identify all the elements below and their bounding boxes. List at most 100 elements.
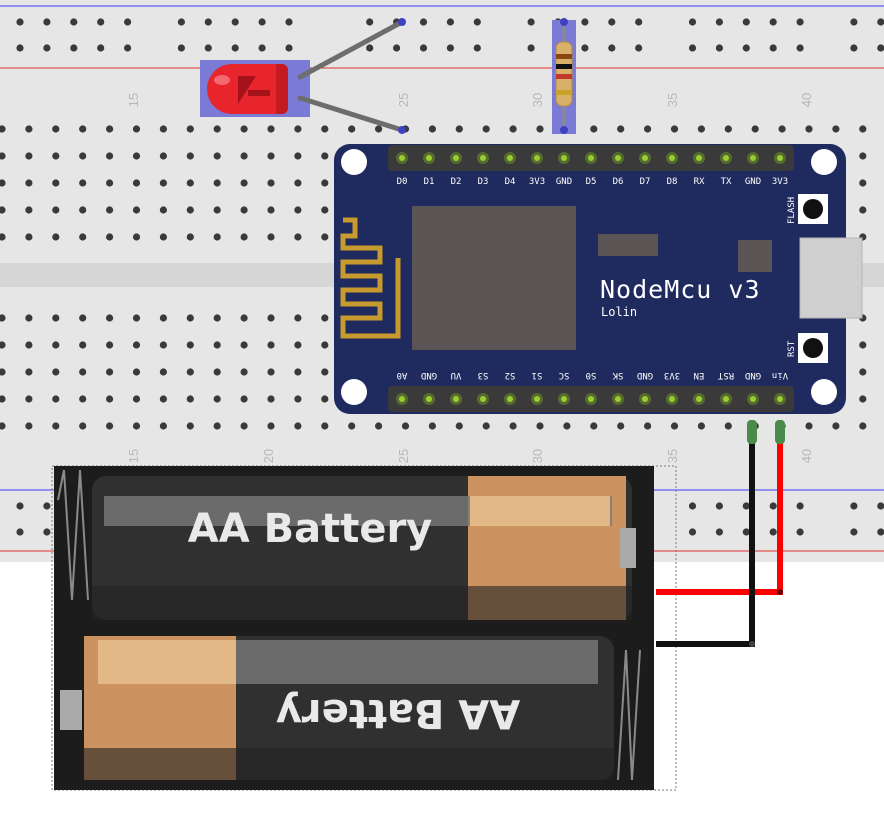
breadboard-hole[interactable]	[697, 422, 706, 430]
breadboard-hole[interactable]	[132, 206, 141, 214]
breadboard-hole[interactable]	[79, 152, 87, 160]
breadboard-hole[interactable]	[132, 179, 141, 187]
breadboard-hole[interactable]	[294, 233, 302, 241]
breadboard-hole[interactable]	[294, 314, 302, 322]
breadboard-hole[interactable]	[240, 422, 248, 430]
rail-hole[interactable]	[688, 502, 697, 510]
breadboard-hole[interactable]	[859, 179, 867, 187]
breadboard-hole[interactable]	[294, 206, 302, 214]
breadboard-hole[interactable]	[132, 368, 141, 376]
breadboard-hole[interactable]	[132, 152, 141, 160]
breadboard-hole[interactable]	[778, 125, 786, 133]
breadboard-hole[interactable]	[186, 152, 194, 160]
breadboard-hole[interactable]	[186, 341, 194, 349]
breadboard-hole[interactable]	[132, 341, 141, 349]
rail-hole[interactable]	[581, 18, 589, 26]
breadboard-hole[interactable]	[859, 368, 867, 376]
breadboard-hole[interactable]	[132, 314, 141, 322]
rail-hole[interactable]	[285, 18, 293, 26]
breadboard-hole[interactable]	[590, 125, 598, 133]
rail-hole[interactable]	[393, 44, 401, 52]
breadboard-hole[interactable]	[563, 422, 571, 430]
breadboard-hole[interactable]	[213, 395, 221, 403]
breadboard-hole[interactable]	[79, 314, 87, 322]
rail-hole[interactable]	[527, 18, 535, 26]
rail-hole[interactable]	[204, 18, 212, 26]
rail-hole[interactable]	[366, 18, 374, 26]
rail-hole[interactable]	[16, 502, 24, 510]
breadboard-hole[interactable]	[267, 395, 275, 403]
breadboard-hole[interactable]	[617, 125, 625, 133]
rail-hole[interactable]	[473, 44, 481, 52]
rail-hole[interactable]	[231, 44, 239, 52]
breadboard-hole[interactable]	[267, 179, 275, 187]
breadboard-hole[interactable]	[267, 341, 275, 349]
breadboard-hole[interactable]	[79, 341, 87, 349]
breadboard-hole[interactable]	[294, 341, 302, 349]
breadboard-hole[interactable]	[159, 314, 167, 322]
breadboard-hole[interactable]	[240, 152, 248, 160]
rail-hole[interactable]	[635, 18, 643, 26]
breadboard-hole[interactable]	[321, 314, 329, 322]
breadboard-hole[interactable]	[106, 152, 114, 160]
breadboard-hole[interactable]	[375, 422, 383, 430]
rail-hole[interactable]	[715, 502, 724, 510]
breadboard-hole[interactable]	[25, 233, 33, 241]
breadboard-hole[interactable]	[644, 125, 652, 133]
rail-hole[interactable]	[231, 18, 239, 26]
breadboard-hole[interactable]	[186, 179, 194, 187]
breadboard-hole[interactable]	[240, 233, 248, 241]
breadboard-hole[interactable]	[213, 206, 221, 214]
breadboard-hole[interactable]	[267, 314, 275, 322]
breadboard-hole[interactable]	[859, 125, 867, 133]
breadboard-hole[interactable]	[670, 125, 679, 133]
breadboard-hole[interactable]	[455, 125, 463, 133]
rail-hole[interactable]	[715, 528, 724, 536]
rail-hole[interactable]	[742, 528, 750, 536]
breadboard-hole[interactable]	[159, 341, 167, 349]
flash-button[interactable]	[803, 199, 823, 219]
breadboard-hole[interactable]	[805, 422, 813, 430]
breadboard-hole[interactable]	[106, 395, 114, 403]
breadboard-hole[interactable]	[106, 341, 114, 349]
breadboard-hole[interactable]	[159, 422, 167, 430]
breadboard-hole[interactable]	[240, 368, 248, 376]
breadboard-hole[interactable]	[132, 395, 141, 403]
breadboard-hole[interactable]	[132, 125, 141, 133]
breadboard-hole[interactable]	[186, 125, 194, 133]
breadboard-hole[interactable]	[536, 422, 544, 430]
breadboard-hole[interactable]	[79, 233, 87, 241]
breadboard-hole[interactable]	[697, 125, 706, 133]
rail-hole[interactable]	[877, 528, 884, 536]
breadboard-hole[interactable]	[186, 314, 194, 322]
breadboard-hole[interactable]	[859, 152, 867, 160]
breadboard-hole[interactable]	[859, 395, 867, 403]
breadboard-hole[interactable]	[321, 233, 329, 241]
breadboard-hole[interactable]	[106, 422, 114, 430]
rail-hole[interactable]	[796, 528, 804, 536]
rail-hole[interactable]	[446, 44, 454, 52]
breadboard-hole[interactable]	[321, 125, 329, 133]
breadboard-hole[interactable]	[186, 368, 194, 376]
breadboard-hole[interactable]	[509, 422, 517, 430]
breadboard-hole[interactable]	[79, 422, 87, 430]
breadboard-hole[interactable]	[428, 125, 436, 133]
rail-hole[interactable]	[850, 502, 858, 510]
rail-hole[interactable]	[446, 18, 454, 26]
rail-hole[interactable]	[581, 44, 589, 52]
rail-hole[interactable]	[715, 18, 724, 26]
breadboard-hole[interactable]	[859, 206, 867, 214]
breadboard-hole[interactable]	[132, 422, 141, 430]
rail-hole[interactable]	[258, 18, 266, 26]
rail-hole[interactable]	[43, 528, 51, 536]
usb-connector[interactable]	[799, 237, 863, 319]
breadboard-hole[interactable]	[25, 395, 33, 403]
rail-hole[interactable]	[97, 44, 105, 52]
breadboard-hole[interactable]	[859, 341, 867, 349]
breadboard-hole[interactable]	[267, 368, 275, 376]
breadboard-hole[interactable]	[0, 422, 6, 430]
breadboard-hole[interactable]	[321, 395, 329, 403]
breadboard-hole[interactable]	[805, 125, 813, 133]
rail-hole[interactable]	[43, 18, 51, 26]
breadboard-hole[interactable]	[52, 152, 60, 160]
